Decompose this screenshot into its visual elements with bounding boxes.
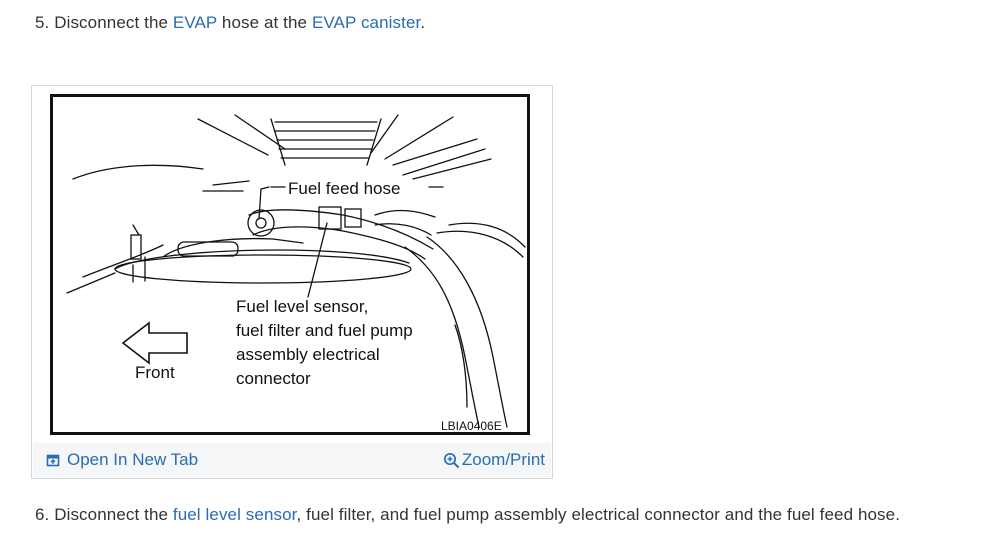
open-in-new-tab-label: Open In New Tab — [67, 450, 199, 469]
step-5-suffix: . — [420, 13, 426, 32]
fuel-level-sensor-link[interactable]: fuel level sensor — [172, 505, 297, 524]
figure-card: Fuel feed hose Fuel level sensor, fuel f… — [31, 85, 553, 479]
zoom-in-icon — [443, 452, 460, 468]
step-6-text: 6. Disconnect the fuel level sensor, fue… — [35, 505, 900, 525]
connector-label-line-2: fuel filter and fuel pump — [236, 321, 413, 340]
evap-link[interactable]: EVAP — [172, 13, 218, 32]
connector-label-line-3: assembly electrical — [236, 345, 380, 364]
connector-label-line-1: Fuel level sensor, — [236, 297, 369, 316]
zoom-print-button[interactable]: Zoom/Print — [443, 450, 545, 470]
step-5-text: 5. Disconnect the EVAP hose at the EVAP … — [35, 13, 425, 33]
front-label: Front — [135, 363, 175, 382]
figure-toolbar: Open In New Tab Zoom/Print — [33, 443, 551, 477]
open-in-new-tab-button[interactable]: Open In New Tab — [46, 450, 198, 470]
open-new-tab-icon — [46, 454, 60, 466]
step-5-prefix: 5. Disconnect the — [35, 13, 173, 32]
step-6-suffix: , fuel filter, and fuel pump assembly el… — [296, 505, 901, 524]
zoom-print-label: Zoom/Print — [461, 450, 545, 469]
diagram-drawing — [66, 114, 526, 428]
step-6-prefix: 6. Disconnect the — [35, 505, 173, 524]
fuel-feed-hose-label: Fuel feed hose — [288, 179, 401, 198]
connector-label-line-4: connector — [236, 369, 311, 388]
figure-code: LBIA0406E — [441, 419, 502, 433]
step-5-middle: hose at the — [217, 13, 312, 32]
evap-canister-link[interactable]: EVAP canister — [311, 13, 421, 32]
fuel-pump-diagram[interactable]: Fuel feed hose Fuel level sensor, fuel f… — [50, 94, 530, 435]
